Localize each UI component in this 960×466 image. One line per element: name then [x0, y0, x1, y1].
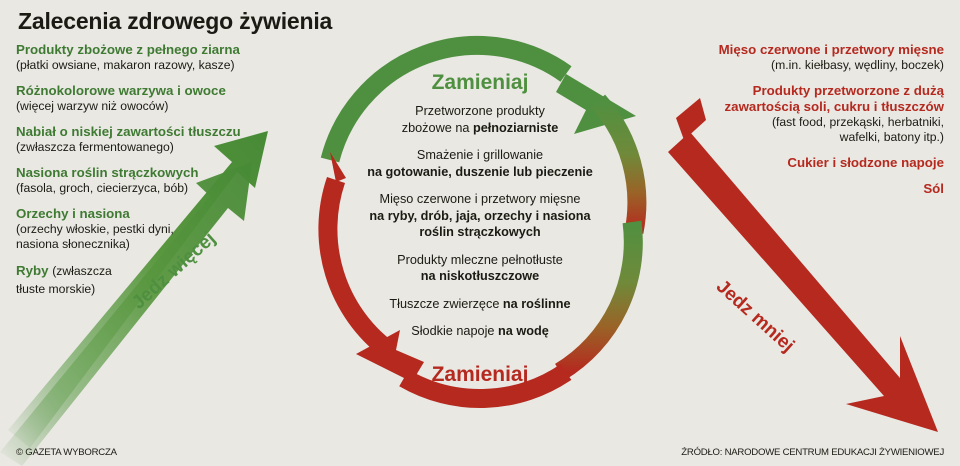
eat-less-item-head: Cukier i słodzone napoje: [787, 155, 944, 170]
swap-from: Smażenie i grillowanie: [416, 148, 544, 162]
eat-less-column: Mięso czerwone i przetwory mięsne(m.in. …: [624, 42, 944, 207]
eat-less-item: Sól: [624, 181, 944, 197]
swap-row: Słodkie napoje na wodę: [330, 323, 630, 340]
swap-from: Tłuszcze zwierzęce: [389, 296, 503, 311]
swap-to: na wodę: [498, 324, 549, 338]
eat-more-item-head: Nasiona roślin strączkowych: [16, 165, 199, 180]
swap-from: Słodkie napoje: [411, 324, 498, 338]
swap-label-bottom: Zamieniaj: [431, 363, 529, 386]
eat-more-item-head: Różnokolorowe warzywa i owoce: [16, 83, 226, 98]
swap-row: Smażenie i grillowanie na gotowanie, dusz…: [330, 147, 630, 180]
eat-more-item: Różnokolorowe warzywa i owoce(więcej war…: [16, 83, 316, 114]
swap-from: Mięso czerwone i przetwory mięsne: [379, 192, 581, 206]
eat-more-item-head: Nabiał o niskiej zawartości tłuszczu: [16, 124, 241, 139]
swap-to: na niskotłuszczowe: [420, 269, 540, 283]
eat-more-item-sub: (płatki owsiane, makaron razowy, kasze): [16, 58, 235, 72]
footer-copyright: © GAZETA WYBORCZA: [16, 447, 117, 458]
eat-less-item: Mięso czerwone i przetwory mięsne(m.in. …: [624, 42, 944, 73]
eat-more-item-sub: (więcej warzyw niż owoców): [16, 99, 169, 113]
eat-less-item-sub: (fast food, przekąski, herbatniki,wafelk…: [771, 115, 944, 144]
eat-more-item: Nabiał o niskiej zawartości tłuszczu(zwł…: [16, 124, 316, 155]
eat-more-item-sub: (orzechy włoskie, pestki dyni,nasiona sł…: [16, 222, 174, 251]
swap-row: Mięso czerwone i przetwory mięsne na ryby…: [330, 191, 630, 241]
eat-less-item: Cukier i słodzone napoje: [624, 155, 944, 171]
eat-more-item-sub: (fasola, groch, ciecierzyca, bób): [16, 181, 189, 195]
swap-to: na gotowanie, duszenie lub pieczenie: [367, 164, 593, 179]
eat-more-item: Produkty zbożowe z pełnego ziarna(płatki…: [16, 42, 316, 73]
eat-less-item-head: Mięso czerwone i przetwory mięsne: [718, 42, 944, 57]
swap-to: pełnoziarniste: [472, 120, 559, 135]
footer-source: ŹRÓDŁO: NARODOWE CENTRUM EDUKACJI ŻYWIEN…: [681, 447, 944, 458]
eat-more-item: Orzechy i nasiona(orzechy włoskie, pestk…: [16, 206, 316, 252]
swap-row: Tłuszcze zwierzęce na roślinne: [330, 296, 630, 313]
eat-less-item-sub: (m.in. kiełbasy, wędliny, boczek): [771, 58, 944, 72]
eat-more-item-head: Orzechy i nasiona: [16, 206, 130, 221]
page-title: Zalecenia zdrowego żywienia: [18, 8, 333, 34]
eat-more-item-sub: (zwłaszcza fermentowanego): [16, 140, 174, 154]
swap-to: na roślinne: [502, 296, 571, 311]
eat-less-item-head: Sól: [923, 181, 944, 196]
swap-from: Produkty mleczne pełnotłuste: [397, 252, 563, 267]
eat-more-item-head: Produkty zbożowe z pełnego ziarna: [16, 42, 240, 57]
eat-more-item-head: Ryby: [16, 263, 53, 278]
eat-less-arrow-label: Jedz mniej: [711, 276, 799, 357]
swap-label-top: Zamieniaj: [431, 71, 529, 94]
swap-row: Produkty mleczne pełnotłuste na niskotłus…: [330, 252, 630, 285]
eat-more-item: Nasiona roślin strączkowych(fasola, groc…: [16, 165, 316, 196]
eat-more-column: Produkty zbożowe z pełnego ziarna(płatki…: [16, 42, 316, 308]
